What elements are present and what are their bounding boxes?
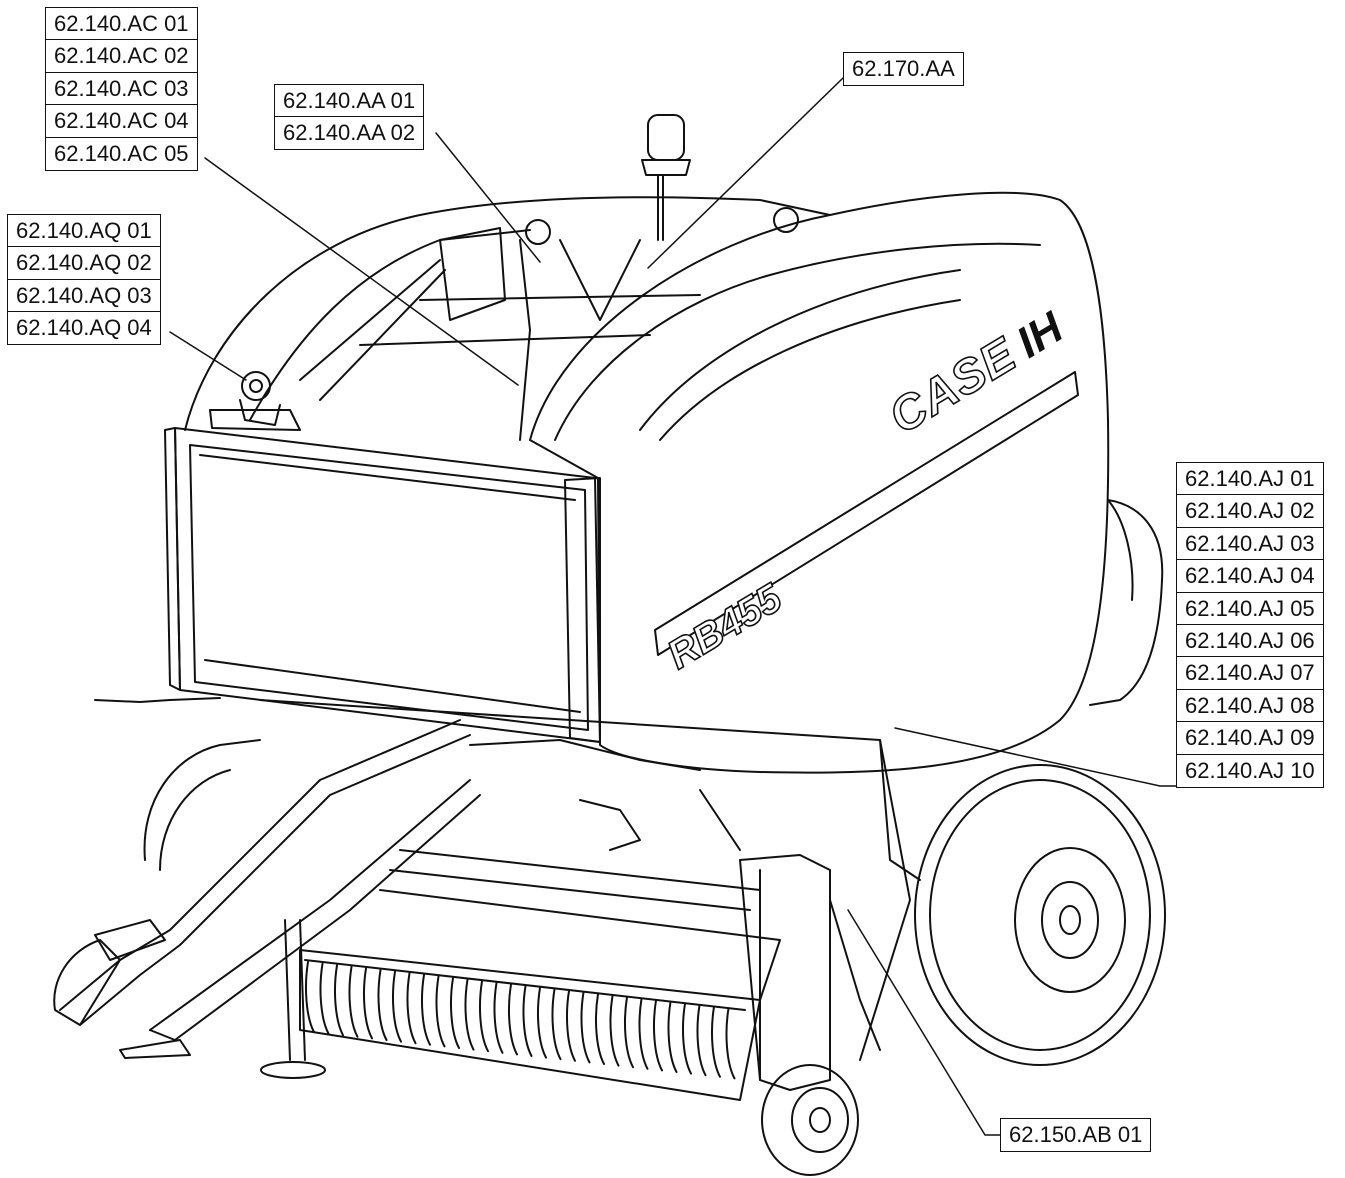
pickup-tine: [711, 1005, 721, 1078]
pickup-tine: [580, 991, 591, 1064]
leader-lines: [169, 77, 1177, 1136]
callout-label: 62.140.AQ 02: [7, 246, 161, 281]
callout-group-ab: 62.150.AB 01: [1000, 1118, 1152, 1152]
callout-label: 62.140.AQ 01: [7, 214, 161, 248]
leader-ac: [204, 157, 519, 386]
pickup-tine: [406, 972, 417, 1045]
callout-label: 62.140.AA 02: [274, 116, 425, 151]
pickup-tine: [479, 980, 489, 1053]
pickup-wheel: [761, 1064, 859, 1176]
pickup-tine: [522, 985, 533, 1057]
pickup-tine: [377, 969, 388, 1041]
pickup-tine: [334, 964, 344, 1037]
callout-label: 62.140.AC 04: [45, 104, 198, 139]
pickup-tine: [305, 961, 315, 1033]
callout-label: 62.140.AJ 02: [1176, 494, 1324, 529]
callout-label: 62.140.AC 01: [45, 7, 198, 41]
leader-beacon: [647, 77, 844, 269]
pickup-tine: [392, 970, 402, 1043]
pickup-tine: [493, 981, 504, 1054]
hood-shell: [529, 191, 1164, 774]
leader-aa: [435, 132, 541, 263]
callout-label: 62.140.AQ 03: [7, 278, 161, 313]
beacon-light: [641, 114, 691, 241]
pickup-tine: [566, 989, 576, 1062]
pickup-tine: [624, 996, 634, 1069]
pickup-tine: [609, 994, 620, 1067]
hood-stripe: [654, 371, 1079, 656]
pickup-tine: [696, 1004, 707, 1077]
pickup-tine: [435, 975, 446, 1048]
pickup-tine: [363, 967, 373, 1040]
pickup-tine: [421, 973, 431, 1046]
callout-label: 62.140.AC 03: [45, 71, 198, 106]
pickup-and-drawbar: [53, 697, 921, 1101]
callout-label: 62.170.AA: [843, 52, 964, 86]
callout-label: 62.140.AJ 01: [1176, 462, 1324, 496]
pickup-tine: [638, 997, 649, 1070]
left-wheel: [143, 739, 261, 871]
right-wheel: [914, 764, 1166, 1066]
pickup-tine: [450, 977, 460, 1049]
pickup-tine: [464, 978, 475, 1051]
pickup-tine: [537, 986, 547, 1059]
pickup-tines: [305, 961, 736, 1080]
leader-aj: [894, 727, 1177, 787]
callout-label: 62.140.AJ 08: [1176, 688, 1324, 723]
callout-label: 62.140.AJ 10: [1176, 753, 1324, 788]
leader-aq: [169, 331, 247, 381]
callout-label: 62.140.AJ 04: [1176, 559, 1324, 594]
leader-ab: [847, 909, 1001, 1136]
pickup-tine: [653, 999, 663, 1072]
pickup-tine: [551, 988, 562, 1061]
pickup-tine: [682, 1002, 692, 1075]
callout-label: 62.140.AQ 04: [7, 311, 161, 346]
pickup-tine: [595, 993, 605, 1065]
upper-frame: [184, 196, 831, 441]
callout-label: 62.140.AA 01: [274, 84, 425, 118]
pickup-tine: [348, 965, 359, 1038]
callout-label: 62.140.AJ 03: [1176, 526, 1324, 561]
callout-label: 62.140.AC 05: [45, 136, 198, 171]
pickup-tine: [508, 983, 518, 1056]
pickup-tine: [319, 962, 330, 1035]
callout-label: 62.140.AJ 05: [1176, 591, 1324, 626]
callout-label: 62.150.AB 01: [1000, 1118, 1152, 1152]
callout-label: 62.140.AJ 07: [1176, 656, 1324, 691]
work-light: [209, 371, 301, 431]
callout-label: 62.140.AJ 06: [1176, 624, 1324, 659]
callout-group-beacon: 62.170.AA: [843, 52, 964, 86]
pickup-tine: [667, 1001, 678, 1073]
pickup-tine: [725, 1007, 736, 1080]
callout-label: 62.140.AC 02: [45, 39, 198, 74]
callout-label: 62.140.AJ 09: [1176, 721, 1324, 756]
rear-panel: [164, 427, 601, 743]
